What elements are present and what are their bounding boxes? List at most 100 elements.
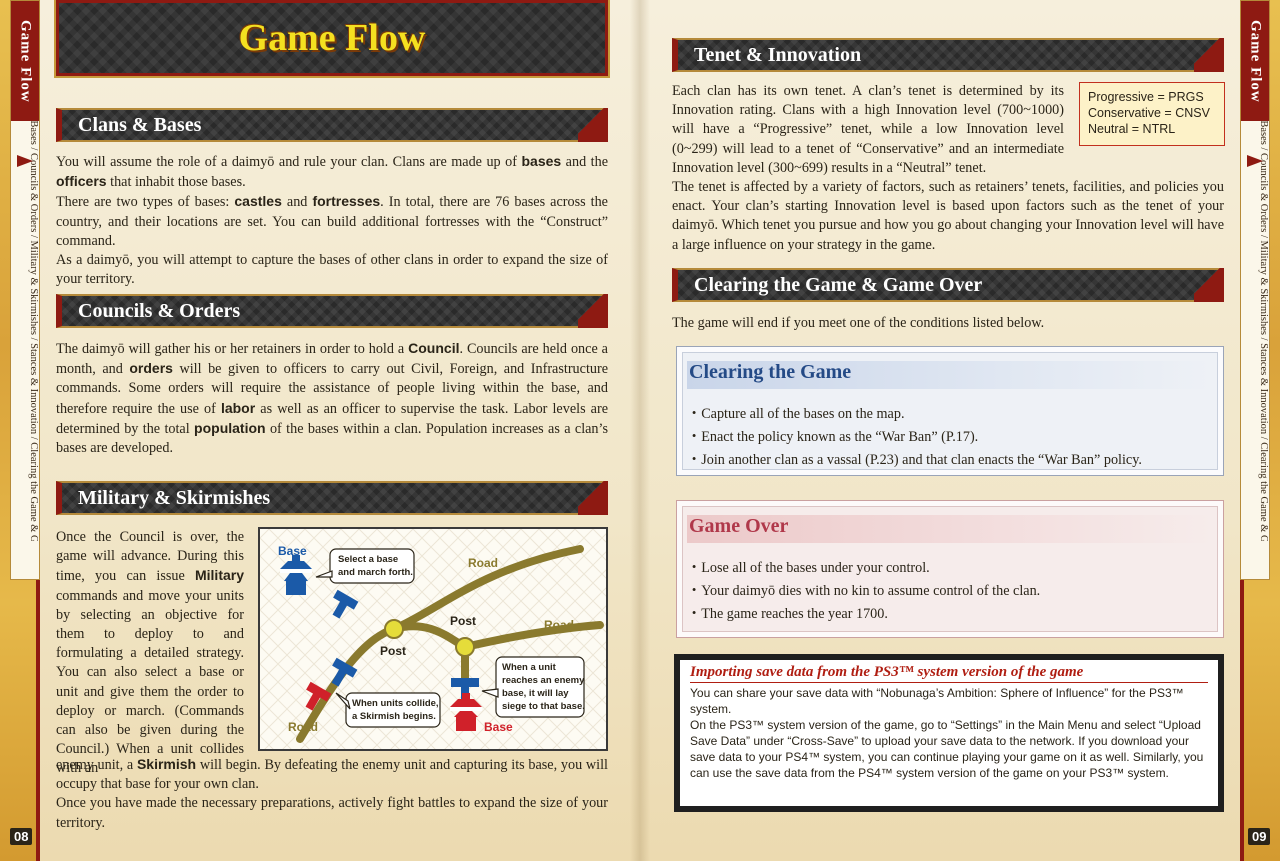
list-item: Enact the policy known as the “War Ban” …: [687, 426, 1142, 449]
red-unit-icon: [305, 681, 332, 711]
svg-text:reaches an enemy: reaches an enemy: [502, 675, 585, 686]
red-castle-icon: [450, 693, 482, 731]
svg-text:When a unit: When a unit: [502, 662, 557, 673]
keyword-orders: orders: [129, 360, 173, 377]
abbrev-progressive: Progressive = PRGS: [1088, 90, 1204, 104]
paragraph: Each clan has its own tenet. A clan’s te…: [672, 83, 1064, 176]
post-marker-right: [455, 637, 475, 657]
tab-marker-icon: [17, 155, 33, 167]
section-title: Councils & Orders: [78, 299, 241, 322]
councils-text: The daimyō will gather his or her retain…: [56, 339, 608, 458]
paragraph: You can share your save data with “Nobun…: [690, 686, 1184, 716]
label-base-top: Base: [278, 544, 307, 558]
post-marker-center: [384, 619, 404, 639]
abbrev-neutral: Neutral = NTRL: [1088, 122, 1176, 136]
section-header-clearing: Clearing the Game & Game Over: [672, 268, 1224, 302]
side-tab-subtitle: Clans & Bases / Councils & Orders / Mili…: [28, 121, 39, 541]
blue-unit-collide-icon: [331, 657, 358, 687]
clearing-the-game-box: Clearing the Game Capture all of the bas…: [676, 346, 1224, 476]
title-banner: Game Flow: [56, 0, 608, 76]
side-tab-title: Game Flow: [17, 19, 34, 103]
header-accent: [1194, 268, 1224, 302]
list-item: Lose all of the bases under your control…: [687, 557, 1040, 580]
keyword-castles: castles: [234, 193, 282, 210]
diagram-svg: Base Road Road Road Post Post Base Selec…: [260, 529, 606, 749]
label-post-right: Post: [450, 614, 476, 628]
ps3-import-box: Importing save data from the PS3™ system…: [674, 654, 1224, 812]
keyword-labor: labor: [220, 399, 256, 416]
blue-unit-icon: [332, 589, 359, 619]
list-item: Your daimyō dies with no kin to assume c…: [687, 580, 1040, 603]
paragraph: Once the Council is over, the game will …: [56, 529, 244, 777]
side-tab-head: Game Flow: [1241, 1, 1269, 121]
paragraph: You will assume the role of a daimyō and…: [56, 153, 609, 191]
label-road-bottom: Road: [288, 720, 318, 734]
clearing-intro: The game will end if you meet one of the…: [672, 315, 1045, 331]
header-accent: [578, 481, 608, 515]
page-title: Game Flow: [238, 17, 426, 59]
clans-text: You will assume the role of a daimyō and…: [56, 152, 608, 289]
clearing-list: Capture all of the bases on the map. Ena…: [687, 403, 1142, 471]
abbrev-conservative: Conservative = CNSV: [1088, 106, 1210, 120]
paragraph: The daimyō will gather his or her retain…: [56, 340, 609, 457]
tenet-text: Each clan has its own tenet. A clan’s te…: [672, 82, 1224, 255]
section-header-tenet: Tenet & Innovation: [672, 38, 1224, 72]
game-over-title: Game Over: [687, 515, 1213, 543]
svg-text:and march forth.: and march forth.: [338, 567, 413, 578]
paragraph: enemy unit, a Skirmish will begin. By de…: [56, 756, 608, 793]
header-accent: [578, 108, 608, 142]
page-number-left: 08: [10, 828, 33, 845]
keyword-military: Military: [194, 567, 244, 584]
military-text-continued: enemy unit, a Skirmish will begin. By de…: [56, 755, 608, 833]
paragraph: The tenet is affected by a variety of fa…: [672, 179, 1224, 253]
gutter: [630, 0, 650, 861]
section-header-clans: Clans & Bases: [56, 108, 608, 142]
list-item: The game reaches the year 1700.: [687, 603, 1040, 626]
game-over-list: Lose all of the bases under your control…: [687, 557, 1040, 625]
military-text: Once the Council is over, the game will …: [56, 528, 244, 779]
tab-marker-icon: [1247, 155, 1263, 167]
paragraph: As a daimyō, you will attempt to capture…: [56, 252, 608, 288]
paragraph: Once you have made the necessary prepara…: [56, 795, 608, 831]
svg-text:When units collide,: When units collide,: [352, 698, 439, 709]
label-road-right: Road: [544, 618, 574, 632]
keyword-bases: bases: [521, 153, 562, 169]
blue-castle-icon: [280, 555, 312, 595]
svg-text:siege to that base.: siege to that base.: [502, 701, 585, 712]
list-item: Join another clan as a vassal (P.23) and…: [687, 449, 1142, 472]
right-side-tab: Game Flow Clans & Bases / Councils & Ord…: [1240, 0, 1270, 580]
blue-unit-siege-icon: [451, 678, 479, 700]
ps3-inner: Importing save data from the PS3™ system…: [680, 660, 1218, 806]
paragraph: On the PS3™ system version of the game, …: [690, 718, 1204, 780]
page-number-right: 09: [1248, 828, 1271, 845]
svg-text:base, it will lay: base, it will lay: [502, 688, 569, 699]
keyword-officers: officers: [56, 173, 107, 190]
callout-select-base: Select a base and march forth.: [315, 548, 415, 584]
keyword-skirmish: Skirmish: [136, 756, 197, 772]
header-accent: [578, 294, 608, 328]
ps3-title: Importing save data from the PS3™ system…: [690, 664, 1208, 683]
section-header-councils: Councils & Orders: [56, 294, 608, 328]
label-road-top: Road: [468, 556, 498, 570]
label-base-bottom: Base: [484, 720, 513, 734]
military-diagram: Base Road Road Road Post Post Base Selec…: [258, 527, 608, 751]
paragraph: There are two types of bases: castles an…: [56, 193, 608, 249]
keyword-fortresses: fortresses: [312, 193, 381, 210]
label-post-center: Post: [380, 644, 406, 658]
section-title: Clearing the Game & Game Over: [694, 273, 983, 296]
section-title: Tenet & Innovation: [694, 43, 862, 66]
section-title: Military & Skirmishes: [78, 486, 271, 509]
keyword-population: population: [194, 419, 266, 436]
clearing-title: Clearing the Game: [687, 361, 1213, 389]
svg-text:Select a base: Select a base: [338, 554, 398, 565]
game-over-box: Game Over Lose all of the bases under yo…: [676, 500, 1224, 638]
side-tab-head: Game Flow: [11, 1, 39, 121]
callout-enemy-base: When a unit reaches an enemy base, it wi…: [481, 656, 585, 718]
section-header-military: Military & Skirmishes: [56, 481, 608, 515]
list-item: Capture all of the bases on the map.: [687, 403, 1142, 426]
left-side-tab: Game Flow Clans & Bases / Councils & Ord…: [10, 0, 40, 580]
svg-text:a Skirmish begins.: a Skirmish begins.: [352, 711, 436, 722]
callout-collide: When units collide, a Skirmish begins.: [335, 692, 441, 728]
ps3-body: You can share your save data with “Nobun…: [690, 685, 1208, 781]
